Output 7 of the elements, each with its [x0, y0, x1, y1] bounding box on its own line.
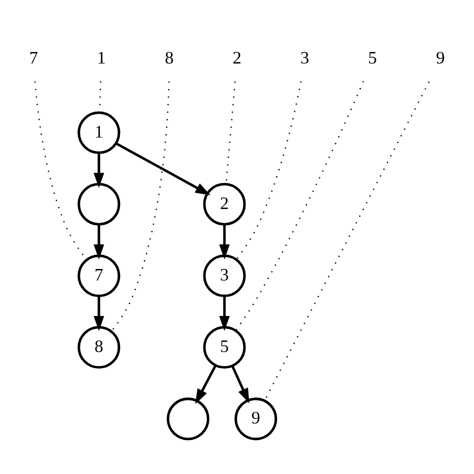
node-text: 3 — [300, 46, 310, 67]
node-text: 7 — [29, 46, 38, 67]
node-text: 5 — [368, 46, 377, 67]
node-text: 1 — [97, 46, 106, 67]
node-text: 8 — [164, 46, 174, 67]
node-text: 9 — [436, 46, 445, 67]
node-text: 2 — [232, 46, 242, 67]
